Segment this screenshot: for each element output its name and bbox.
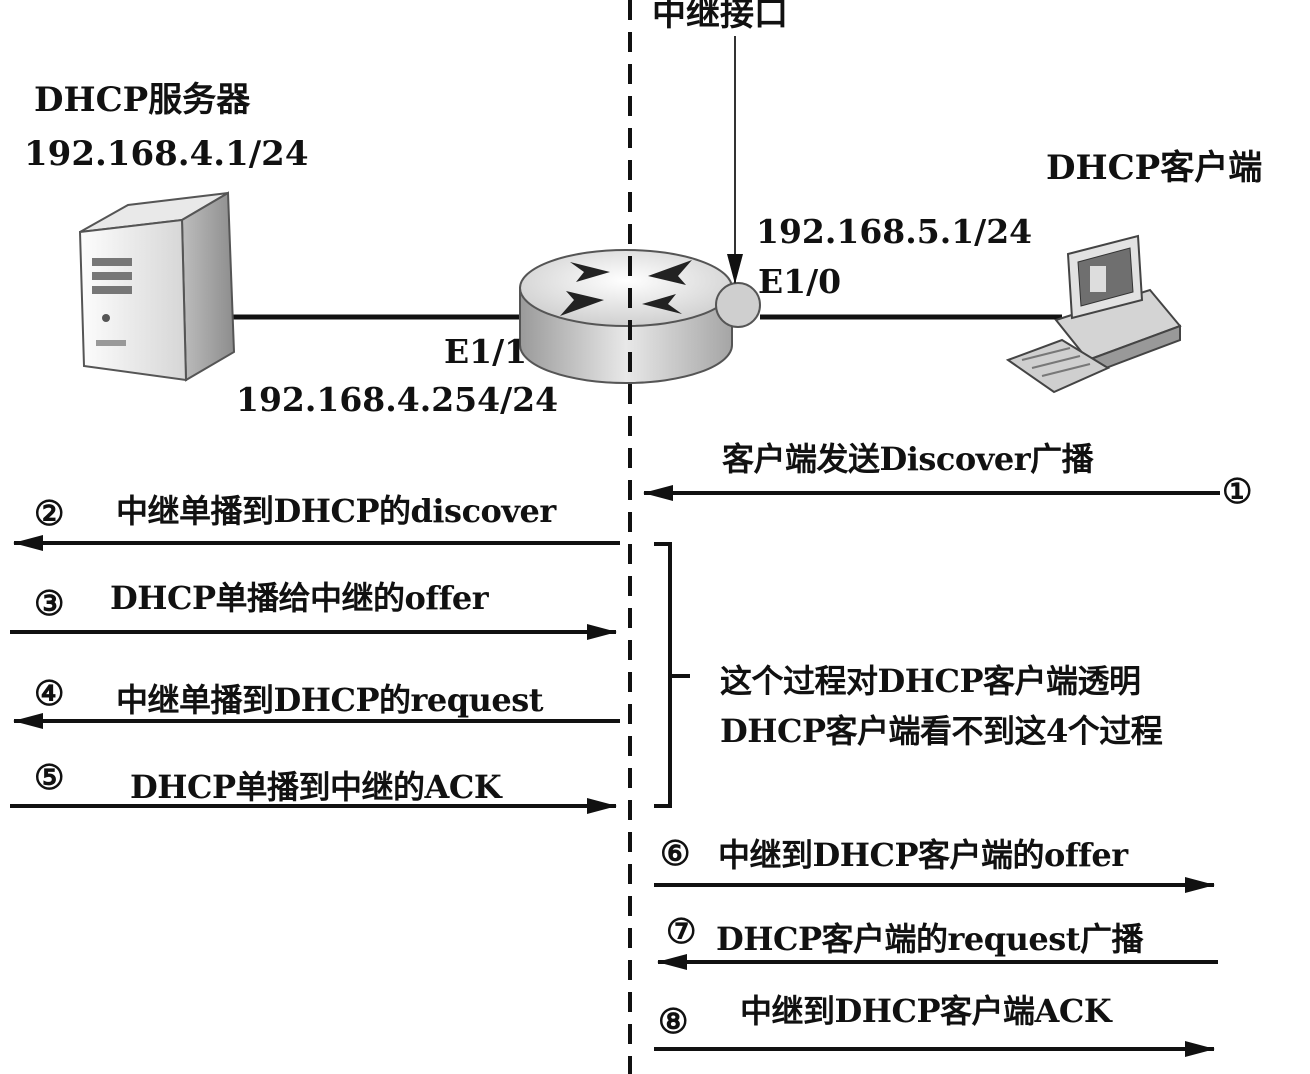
transparent-steps-bracket (654, 542, 690, 808)
step-1-label: 客户端发送Discover广播 (722, 440, 1094, 478)
router-icon (519, 249, 761, 384)
step-2-number: ② (34, 494, 65, 534)
desktop-computer-icon (1005, 234, 1182, 394)
router-left-interface: E1/1 (444, 332, 528, 371)
step-6-label: 中继到DHCP客户端的offer (718, 836, 1128, 874)
client-title: DHCP客户端 (1046, 148, 1263, 188)
step-5-label: DHCP单播到中继的ACK (130, 768, 502, 806)
router-right-interface: E1/0 (758, 262, 842, 301)
step-3-number: ③ (34, 584, 65, 624)
bracket-note-line1: 这个过程对DHCP客户端透明 (720, 662, 1141, 700)
step-4-number: ④ (34, 674, 65, 714)
step-7-number: ⑦ (666, 912, 697, 952)
server-tower-icon (78, 191, 236, 382)
step-5-number: ⑤ (34, 758, 65, 798)
relay-interface-port (715, 282, 761, 328)
step-2-label: 中继单播到DHCP的discover (116, 492, 556, 530)
relay-interface-label: 中继接口 (652, 0, 788, 34)
router-left-ip: 192.168.4.254/24 (236, 380, 559, 419)
bracket-note-line2: DHCP客户端看不到这4个过程 (720, 712, 1163, 750)
step-3-label: DHCP单播给中继的offer (110, 579, 489, 617)
router-right-ip: 192.168.5.1/24 (756, 212, 1033, 251)
server-ip: 192.168.4.1/24 (24, 134, 309, 174)
server-title: DHCP服务器 (34, 80, 251, 120)
step-8-label: 中继到DHCP客户端ACK (740, 992, 1112, 1030)
step-4-label: 中继单播到DHCP的request (116, 681, 544, 719)
step-8-number: ⑧ (658, 1002, 689, 1042)
step-1-number: ① (1222, 472, 1253, 512)
step-7-label: DHCP客户端的request广播 (716, 920, 1144, 958)
step-6-number: ⑥ (660, 834, 691, 874)
